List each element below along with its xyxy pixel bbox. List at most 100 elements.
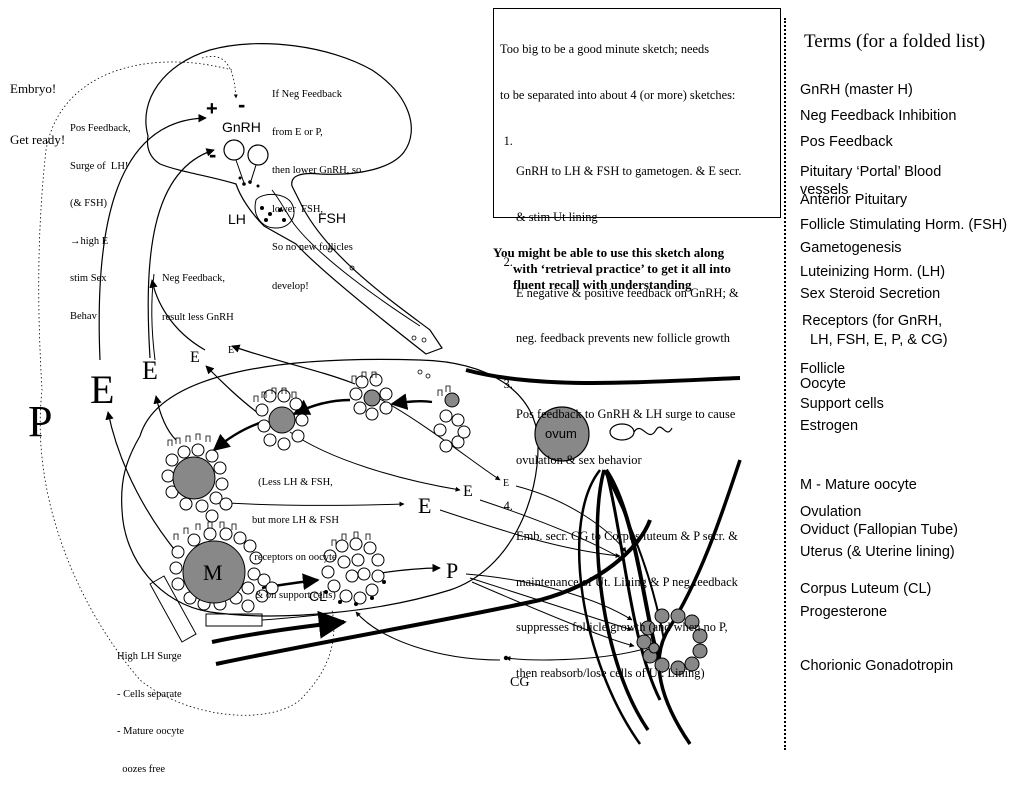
estrogen-e-mid: E — [142, 356, 158, 385]
sperm-tail — [633, 426, 673, 436]
growing-follicle — [255, 389, 309, 451]
corpus-luteum-cells — [321, 537, 385, 605]
term-item: Follicle — [800, 361, 846, 377]
receptor-marks — [167, 371, 451, 546]
term-item: Chorionic Gonadotropin — [800, 658, 954, 674]
neg-feedback-top-line: develop! — [272, 280, 309, 292]
sketch-steps-box: Too big to be a good minute sketch; need… — [493, 8, 781, 680]
follicle-arrow-1 — [390, 393, 433, 411]
term-item: Anterior Pituitary — [800, 192, 908, 208]
lh-surge-line: - Cells separate — [117, 688, 182, 700]
uterus-bundle — [578, 459, 742, 745]
cg-label: CG — [510, 675, 530, 690]
e-arrow-1 — [231, 344, 356, 385]
term-item: Follicle Stimulating Horm. (FSH) — [800, 217, 1008, 233]
neg-feedback-arrow-2 — [149, 279, 206, 351]
ovary-outline — [121, 358, 539, 617]
progesterone-p-mid: P — [446, 558, 459, 583]
follicle-arrow-3 — [212, 420, 263, 452]
neg-feedback-top-line: If Neg Feedback — [272, 88, 342, 100]
dotted-arrow-to-brain — [201, 56, 238, 99]
uterus-wall-lower-2 — [211, 610, 347, 644]
term-item: Corpus Luteum (CL) — [800, 581, 932, 597]
gnrh-neuron-2 — [247, 144, 269, 166]
neg-feedback-top-line: from E or P, — [272, 126, 323, 138]
neg-feedback-arrow-3 — [151, 273, 156, 361]
term-item: Pos Feedback — [800, 134, 893, 150]
estrogen-e-small: E — [190, 349, 200, 366]
neg-feedback-mid-line: result less GnRH — [162, 312, 234, 323]
step-item: Pos feedback to GnRH & LH surge to cause… — [516, 377, 774, 499]
gnrh-neuron-1 — [223, 139, 245, 161]
estrogen-e-small: E — [503, 478, 510, 489]
neg-feedback-mid-line: Neg Feedback, — [162, 273, 225, 284]
less-lh-note: (Less LH & FSH, but more LH & FSH recept… — [252, 452, 339, 627]
e-arrow-4 — [105, 411, 179, 555]
term-item: Uterus (& Uterine lining) — [800, 544, 955, 560]
pos-feedback-line: Pos Feedback, — [70, 123, 131, 134]
steps-intro-line: to be separated into about 4 (or more) s… — [500, 88, 736, 103]
cg-to-cl-arrow — [355, 611, 501, 661]
less-lh-line: & on support cells) — [255, 589, 336, 601]
term-item: Progesterone — [800, 604, 888, 620]
pos-feedback-line: →high E — [70, 235, 109, 247]
neg-feedback-top-note: If Neg Feedback from E or P, then lower … — [272, 63, 361, 319]
step-item: E negative & positive feedback on GnRH; … — [516, 255, 774, 377]
anterior-pituitary — [254, 194, 295, 229]
step-item: GnRH to LH & FSH to gametogen. & E secr.… — [516, 134, 774, 256]
minus-sign-top: - — [238, 92, 246, 117]
neg-feedback-top-line: So no new follicles — [272, 242, 353, 254]
step-line: E negative & positive feedback on GnRH; … — [516, 285, 739, 300]
estrogen-e-big: E — [90, 367, 115, 412]
fsh-label: FSH — [318, 210, 346, 226]
estrogen-e-small: E — [228, 345, 235, 356]
lh-surge-line: - Mature oocyte — [117, 726, 185, 737]
small-follicle — [349, 373, 393, 421]
pituitary-stalk — [271, 189, 421, 327]
cg-arrow — [505, 649, 641, 662]
steps-intro: Too big to be a good minute sketch; need… — [500, 12, 774, 134]
pos-feedback-line: (& FSH) — [70, 198, 108, 209]
plus-sign: + — [206, 98, 218, 120]
lh-surge-note: High LH Surge - Cells separate - Mature … — [117, 626, 184, 801]
term-item: Sex Steroid Secretion — [800, 286, 941, 302]
embryo-ring — [636, 608, 708, 676]
steps-list: GnRH to LH & FSH to gametogen. & E secr.… — [500, 134, 774, 712]
term-item: Ovulation — [800, 504, 862, 520]
lh-surge-line: High LH Surge — [117, 651, 182, 662]
step-item: Emb. secr. CG to Corpus luteum & P secr.… — [516, 499, 774, 712]
e-arrow-2 — [205, 365, 263, 417]
estrogen-e-small: E — [463, 483, 473, 500]
cl-dots — [324, 580, 386, 606]
step-line: Pos feedback to GnRH & LH surge to cause — [516, 407, 736, 422]
pos-feedback-line: stim Sex — [70, 273, 107, 284]
tip-line: fluent recall with understanding — [513, 277, 692, 292]
term-item: Oocyte — [800, 376, 846, 392]
mature-follicle — [169, 527, 279, 613]
step-line: suppresses follicle growth (and when no … — [516, 620, 728, 635]
term-item: Receptors (for GnRH, LH, FSH, E, P, & CG… — [802, 313, 948, 348]
pos-feedback-line: Behav — [70, 310, 97, 322]
tip-line: with ‘retrieval practice’ to get it all … — [513, 261, 731, 276]
pos-feedback-line: Surge of LH! — [70, 160, 129, 172]
follicle-arrow-2 — [292, 398, 351, 416]
less-lh-line: but more LH & FSH — [252, 514, 339, 526]
terms-divider — [784, 18, 786, 750]
pituitary-cells — [238, 176, 286, 222]
term-item: M - Mature oocyte — [800, 477, 917, 493]
step-line: neg. feedback prevents new follicle grow… — [516, 331, 730, 346]
ovum-cell — [534, 406, 590, 462]
term-item: Luteinizing Horm. (LH) — [800, 264, 946, 280]
step-line: ovulation & sex behavior — [516, 452, 642, 467]
term-item: Pituitary ‘Portal’ Blood vessels — [800, 164, 942, 198]
oviduct-upper — [465, 368, 741, 385]
brain-outline — [145, 43, 443, 355]
minus-sign-left: - — [209, 142, 217, 167]
term-item: Oviduct (Fallopian Tube) — [800, 522, 958, 538]
pos-feedback-note: Pos Feedback, Surge of LH! (& FSH) →high… — [70, 98, 131, 348]
e-arrow-3 — [153, 395, 177, 441]
dotted-body-outline — [38, 61, 335, 716]
step-line: maintenance of Ut. Lining & P neg feedba… — [516, 574, 738, 589]
neg-feedback-mid-note: Neg Feedback, result less GnRH — [162, 246, 234, 350]
e-arrow-5 — [289, 431, 461, 492]
